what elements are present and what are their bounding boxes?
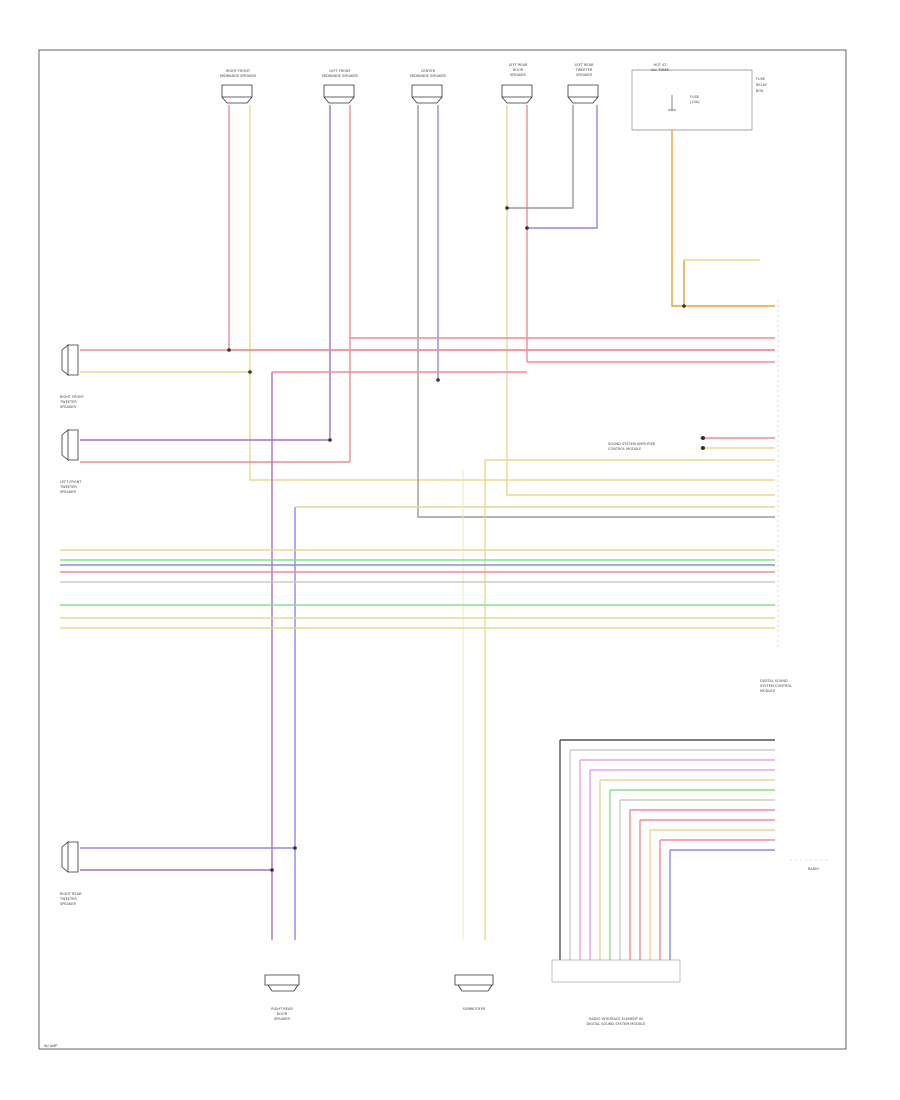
svg-text:BOX: BOX (756, 89, 764, 93)
svg-text:SYSTEM CONTROL: SYSTEM CONTROL (760, 684, 792, 688)
svg-text:MODULE: MODULE (760, 689, 775, 693)
svg-text:DOOR: DOOR (513, 68, 524, 72)
svg-text:SPEAKER: SPEAKER (576, 73, 592, 77)
speaker-left-front-midrange: LEFT FRONT MIDRANGE SPEAKER (322, 69, 359, 104)
speaker-right-rear-tweeter: RIGHT REAR TWEETER SPEAKER (59, 841, 82, 906)
svg-text:SPEAKER: SPEAKER (274, 1017, 290, 1021)
svg-text:MIDRANGE SPEAKER: MIDRANGE SPEAKER (410, 74, 447, 78)
svg-text:CONTROL MODULE: CONTROL MODULE (608, 447, 641, 451)
splice-dots (227, 206, 686, 872)
diagram-frame (38, 49, 847, 1050)
svg-text:LEFT FRONT: LEFT FRONT (329, 69, 351, 73)
amp-connector: DIGITAL SOUND SYSTEM CONTROL MODULE SOUN… (608, 300, 792, 693)
svg-text:HOT AT: HOT AT (654, 63, 668, 67)
page-label: W/ AMP (44, 1044, 57, 1048)
subwoofer: SUBWOOFER (454, 974, 494, 1011)
speaker-icon (567, 84, 599, 104)
speaker-icon (501, 84, 533, 104)
speaker-right-rear-door: RIGHT REAR DOOR SPEAKER (264, 974, 300, 1021)
svg-text:SPEAKER: SPEAKER (510, 73, 526, 77)
svg-text:FUSE: FUSE (690, 95, 699, 99)
radio-wires (559, 739, 775, 960)
svg-text:MIDRANGE SPEAKER: MIDRANGE SPEAKER (220, 74, 257, 78)
svg-text:RIGHT REAR: RIGHT REAR (271, 1007, 293, 1011)
svg-text:SPEAKER: SPEAKER (60, 902, 76, 906)
svg-text:DOOR: DOOR (277, 1012, 288, 1016)
left-speaker-wires (80, 349, 775, 940)
svg-text:SUBWOOFER: SUBWOOFER (463, 1007, 486, 1011)
speaker-left-rear-door: LEFT REAR DOOR SPEAKER (501, 63, 533, 104)
amp-feed-wires (229, 337, 775, 449)
speaker-center-midrange: CENTER MIDRANGE SPEAKER (410, 69, 447, 104)
svg-text:LEFT REAR: LEFT REAR (575, 63, 594, 67)
radio-label: RADIO (808, 867, 819, 871)
bus-wires (60, 549, 775, 629)
speaker-right-front-tweeter: RIGHT FRONT TWEETER SPEAKER (59, 344, 85, 409)
svg-text:TWEETER: TWEETER (575, 68, 593, 72)
top-vertical-wires (228, 105, 775, 518)
svg-text:SOUND SYSTEM AMPLIFIER: SOUND SYSTEM AMPLIFIER (608, 442, 656, 446)
svg-text:LEFT REAR: LEFT REAR (509, 63, 528, 67)
svg-text:SPEAKER: SPEAKER (60, 405, 76, 409)
speaker-left-front-tweeter: LEFT FRONT TWEETER SPEAKER (59, 429, 82, 494)
speaker-icon (411, 84, 443, 104)
svg-text:ALL TIMES: ALL TIMES (651, 68, 670, 72)
speaker-left-rear-tweeter: LEFT REAR TWEETER SPEAKER (567, 63, 599, 104)
svg-text:DIGITAL SOUND SYSTEM MODULE: DIGITAL SOUND SYSTEM MODULE (586, 1022, 645, 1026)
svg-text:TWEETER: TWEETER (59, 485, 77, 489)
radio-connector: RADIO RADIO INTERFACE ELEMENT IN DIGITAL… (551, 859, 830, 1026)
svg-text:FUSE: FUSE (756, 77, 765, 81)
svg-text:TWEETER: TWEETER (59, 400, 77, 404)
svg-text:(10A): (10A) (690, 100, 700, 104)
svg-text:SPEAKER: SPEAKER (60, 490, 76, 494)
svg-text:RELAY: RELAY (756, 83, 768, 87)
speaker-right-front-midrange: RIGHT FRONT MIDRANGE SPEAKER (220, 69, 257, 104)
svg-text:TWEETER: TWEETER (59, 897, 77, 901)
speaker-label: RIGHT FRONT (226, 69, 251, 73)
svg-text:MIDRANGE SPEAKER: MIDRANGE SPEAKER (322, 74, 359, 78)
svg-text:CENTER: CENTER (421, 69, 436, 73)
svg-text:LEFT FRONT: LEFT FRONT (60, 480, 82, 484)
fuse-icon (668, 95, 676, 111)
svg-text:RIGHT REAR: RIGHT REAR (60, 892, 82, 896)
amp-label: DIGITAL SOUND (760, 679, 788, 683)
speaker-icon (323, 84, 355, 104)
speaker-icon (221, 84, 253, 104)
svg-text:RADIO INTERFACE ELEMENT IN: RADIO INTERFACE ELEMENT IN (589, 1017, 643, 1021)
svg-text:RIGHT FRONT: RIGHT FRONT (60, 395, 85, 399)
fuse-relay-box: HOT AT ALL TIMES FUSE (10A) FUSE RELAY B… (631, 63, 768, 131)
